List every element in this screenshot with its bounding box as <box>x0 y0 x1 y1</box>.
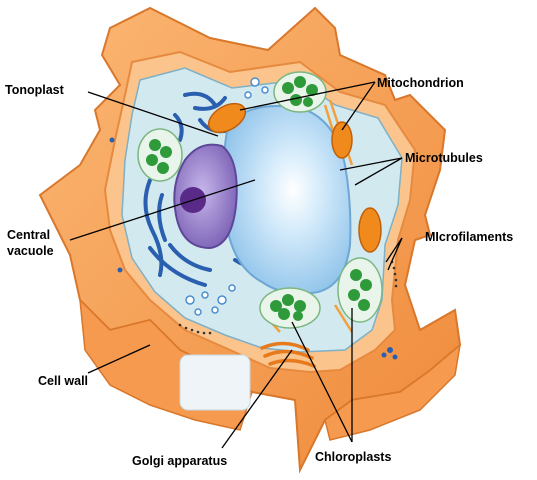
chloroplast <box>137 128 183 182</box>
mitochondria <box>207 102 382 253</box>
central-vacuole <box>222 105 352 295</box>
chloroplast <box>337 257 383 323</box>
label-golgi-apparatus: Golgi apparatus <box>132 454 228 468</box>
label-chloroplasts: Chloroplasts <box>315 450 392 464</box>
chloroplasts <box>137 71 383 329</box>
label-mitochondrion: Mitochondrion <box>377 76 464 90</box>
mitochondrion <box>331 121 353 159</box>
label-microfilaments: MIcrofilaments <box>425 230 514 244</box>
mitochondrion <box>207 102 247 134</box>
chloroplast <box>273 71 327 113</box>
mitochondrion <box>358 207 382 253</box>
vesicles <box>185 77 269 316</box>
label-microtubules: Microtubules <box>405 151 483 165</box>
lower-vesicle-region <box>179 354 251 411</box>
label-cell-wall: Cell wall <box>38 374 89 388</box>
chloroplast <box>259 287 321 329</box>
golgi-apparatus <box>260 341 316 368</box>
label-tonoplast: Tonoplast <box>5 83 64 97</box>
leader-lines <box>69 81 403 449</box>
label-central-vacuole-line2: vacuole <box>7 244 54 258</box>
label-central-vacuole-line1: Central <box>7 228 51 242</box>
